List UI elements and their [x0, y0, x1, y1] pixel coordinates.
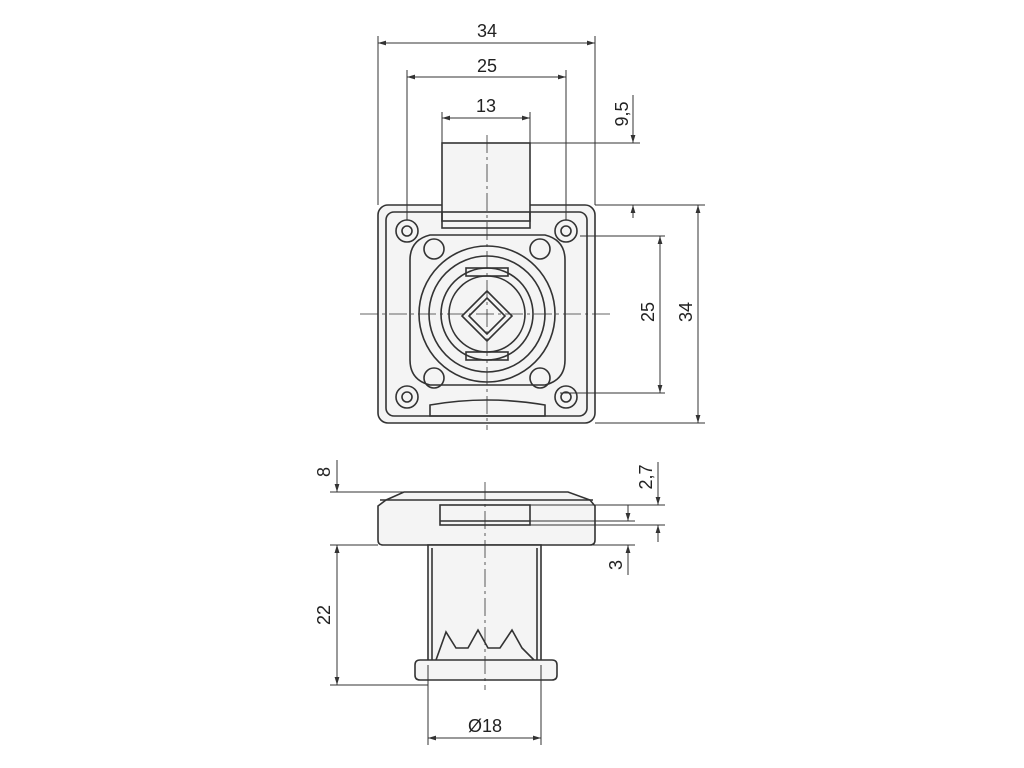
- side-view: 8 22 2,7 3 Ø18: [314, 460, 665, 745]
- dim-bolt-projection: 9,5: [612, 101, 632, 126]
- dim-diameter: Ø18: [468, 716, 502, 736]
- spring-clips: [435, 628, 535, 661]
- dim-width-bolt: 13: [476, 96, 496, 116]
- body: [427, 544, 542, 666]
- dim-bolt-offset: 2,7: [636, 464, 656, 489]
- dim-flange-height: 8: [314, 467, 334, 477]
- bottom-tab: [429, 399, 546, 417]
- top-view: 34 25 13 9,5 25 34: [360, 21, 705, 430]
- dim-width-holes: 25: [477, 56, 497, 76]
- dim-width-outer: 34: [477, 21, 497, 41]
- base-ring: [414, 659, 558, 681]
- dim-height-holes: 25: [638, 302, 658, 322]
- bolt: [441, 142, 531, 222]
- dim-bolt-thickness: 3: [606, 560, 626, 570]
- dim-height-outer: 34: [676, 302, 696, 322]
- bolt-slot: [441, 211, 531, 229]
- dim-body-length: 22: [314, 605, 334, 625]
- housing: [409, 234, 566, 386]
